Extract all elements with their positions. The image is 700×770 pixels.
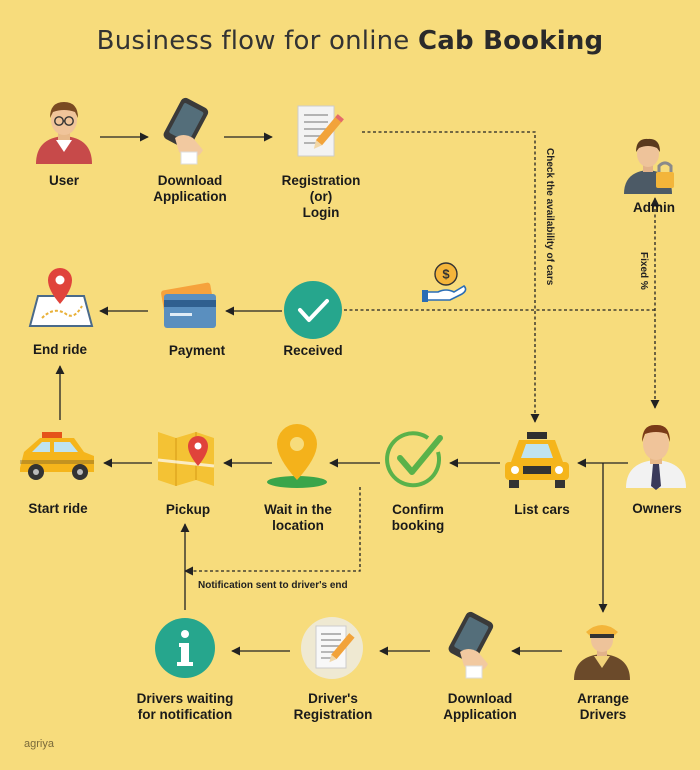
owner-avatar-icon [626, 424, 686, 490]
credit-card-icon [161, 282, 216, 328]
check-mark-icon [385, 431, 443, 488]
node-list-cars: List cars [514, 502, 570, 517]
registration-form-icon [301, 617, 363, 679]
title-bold: Cab Booking [417, 26, 604, 56]
dashed-confirm-to-notification [184, 487, 361, 576]
map-fold-pin-icon [157, 432, 215, 486]
admin-lock-icon [624, 138, 674, 194]
node-admin: Admin [633, 200, 675, 215]
connectors [55, 131, 660, 656]
user-avatar-icon [36, 102, 92, 164]
registration-form-icon [297, 105, 344, 157]
node-pickup: Pickup [165, 502, 211, 517]
node-payment: Payment [168, 343, 226, 358]
phone-hand-icon [163, 97, 209, 165]
phone-hand-icon [448, 611, 494, 679]
node-received: Received [283, 343, 343, 358]
svg-text:$: $ [442, 267, 450, 282]
info-circle-icon [155, 618, 215, 678]
location-pin-icon [267, 424, 327, 488]
node-registration-login: Registration(or)Login [281, 173, 361, 220]
map-pin-icon [28, 268, 94, 327]
taxi-side-icon [20, 432, 94, 480]
dashed-registration-to-listcars [362, 131, 540, 423]
title-regular: Business flow for online [96, 26, 418, 56]
annotation-notification-sent: Notification sent to driver's end [198, 580, 348, 591]
node-owners: Owners [632, 501, 682, 516]
annotation-fixed-percent: Fixed % [638, 252, 649, 290]
driver-avatar-icon [574, 625, 630, 680]
page-title: Business flow for online Cab Booking [0, 26, 700, 56]
checkmark-circle-icon [284, 281, 342, 339]
money-hand-icon: $ [422, 262, 467, 302]
node-user: User [48, 173, 80, 188]
taxi-front-icon [505, 432, 569, 488]
node-start-ride: Start ride [28, 501, 88, 516]
brand-logo: agriya [24, 738, 54, 750]
node-end-ride: End ride [32, 342, 88, 357]
annotation-check-availability: Check the availability of cars [544, 148, 555, 286]
